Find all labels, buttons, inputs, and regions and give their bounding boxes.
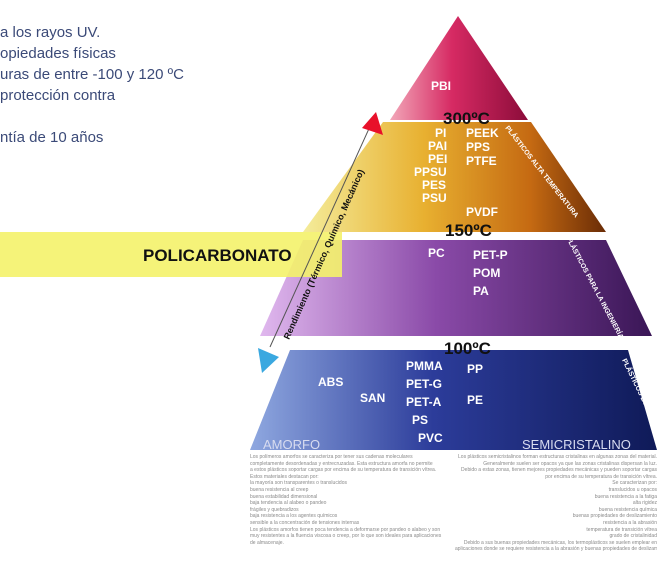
material-label: SAN xyxy=(360,391,385,405)
footnote-line: buena estabilidad dimensional xyxy=(250,493,318,500)
intro-line: uras de entre -100 y 120 ºC xyxy=(0,66,184,83)
tier-engineering xyxy=(260,240,652,336)
footnote-line: completamente desordenadas y entrecruzad… xyxy=(250,460,433,467)
footnote-line: baja tendencia al alabeo o pandeo xyxy=(250,500,327,507)
material-label: PET-P xyxy=(473,248,508,262)
footnote-line: la mayoría son transparentes o transluci… xyxy=(250,480,347,487)
footnote-line: sensible a la concentración de tensiones… xyxy=(250,519,360,526)
footnote-line: a estos plásticos soportar cargas por en… xyxy=(250,467,437,474)
tier-high-temperature xyxy=(303,122,606,232)
material-label: PET-G xyxy=(406,377,442,391)
intro-line: ntía de 10 años xyxy=(0,129,104,146)
footnote-line: Los polímeros amorfos se caracteriza por… xyxy=(250,454,413,460)
footnote-line: translucidos u opacos xyxy=(608,486,657,493)
footnote-line: Los plásticos semicristalinos forman est… xyxy=(458,454,657,460)
footnote-line: Los plásticos amorfos tienen poca tenden… xyxy=(250,526,441,533)
material-label: PEEK xyxy=(466,126,499,140)
footnote-line: de almacenaje. xyxy=(250,539,284,546)
highlight-bar xyxy=(0,232,342,277)
material-label: POM xyxy=(473,266,500,280)
intro-line: protección contra xyxy=(0,87,116,104)
material-label: PS xyxy=(412,413,428,427)
axis-line xyxy=(269,121,373,348)
material-label: PI xyxy=(435,126,446,140)
material-label: PES xyxy=(422,178,446,192)
material-label: PET-A xyxy=(406,395,442,409)
footnote-line: buena resistencia al creep xyxy=(250,486,309,493)
footnote-line: frágiles y quebradizos xyxy=(250,506,299,513)
material-label: PVC xyxy=(418,431,443,445)
material-label: PE xyxy=(467,393,483,407)
footnote-line: alta rigidez xyxy=(632,500,657,507)
material-label: PC xyxy=(428,246,445,260)
footnote-line: Generalmente suelen ser opacos ya que la… xyxy=(483,460,657,467)
footnote-line: aplicaciones donde se requiere resistenc… xyxy=(455,546,657,553)
intro-text: a los rayos UV. opiedades físicas uras d… xyxy=(0,22,270,148)
footnote-line: buena resistencia química xyxy=(598,506,657,513)
material-label: PSU xyxy=(422,191,447,205)
footnote-line: muy resistentes a la fluencia viscosa o … xyxy=(250,533,442,540)
material-label: PPS xyxy=(466,140,490,154)
footnote-line: temperatura de transición vítrea xyxy=(586,526,657,533)
temp-300: 300ºC xyxy=(443,109,490,128)
footnote-line: Estos materiales destacan por: xyxy=(250,473,319,480)
material-label: PMMA xyxy=(406,359,443,373)
material-label: PAI xyxy=(428,139,447,153)
material-label: PPSU xyxy=(414,165,447,179)
intro-line: opiedades físicas xyxy=(0,45,116,62)
footnote-line: grado de cristalinidad xyxy=(609,533,657,540)
material-label: ABS xyxy=(318,375,343,389)
footnote-line: buenas propiedades de deslizamiento xyxy=(572,513,657,520)
footnote-line: Se caracterizan por: xyxy=(612,480,657,487)
footnote-line: Debido a sus buenas propiedades mecánica… xyxy=(463,539,657,546)
temp-100: 100ºC xyxy=(444,339,491,358)
footnote-line: por encima de su temperatura de transici… xyxy=(545,473,657,480)
amorphous-label: AMORFO xyxy=(263,437,320,452)
footnote-line: resistencia a la abrasión xyxy=(603,519,657,526)
material-label: PEI xyxy=(428,152,447,166)
footnote-line: Debido a estas zonas, tienen mejores pro… xyxy=(461,467,657,474)
amorphous-description: Los polímeros amorfos se caracteriza por… xyxy=(250,454,450,546)
material-label: PA xyxy=(473,284,489,298)
intro-line: a los rayos UV. xyxy=(0,24,101,41)
footnote-line: buena resistencia a la fatiga xyxy=(594,493,657,500)
material-label: PTFE xyxy=(466,154,497,168)
highlight-label: POLICARBONATO xyxy=(143,246,292,265)
semicrystalline-label: SEMICRISTALINO xyxy=(522,437,631,452)
semicrystalline-description: Los plásticos semicristalinos forman est… xyxy=(455,454,657,553)
temp-150: 150ºC xyxy=(445,221,492,240)
material-label: PVDF xyxy=(466,205,498,219)
material-label: PBI xyxy=(431,79,451,93)
arrow-up-icon xyxy=(362,112,383,135)
tier-standard xyxy=(250,350,657,450)
material-label: PP xyxy=(467,362,483,376)
tier-top xyxy=(390,16,528,120)
footnote-line: baja resistencia a los agentes químicos xyxy=(250,513,338,520)
arrow-down-icon xyxy=(258,348,279,373)
